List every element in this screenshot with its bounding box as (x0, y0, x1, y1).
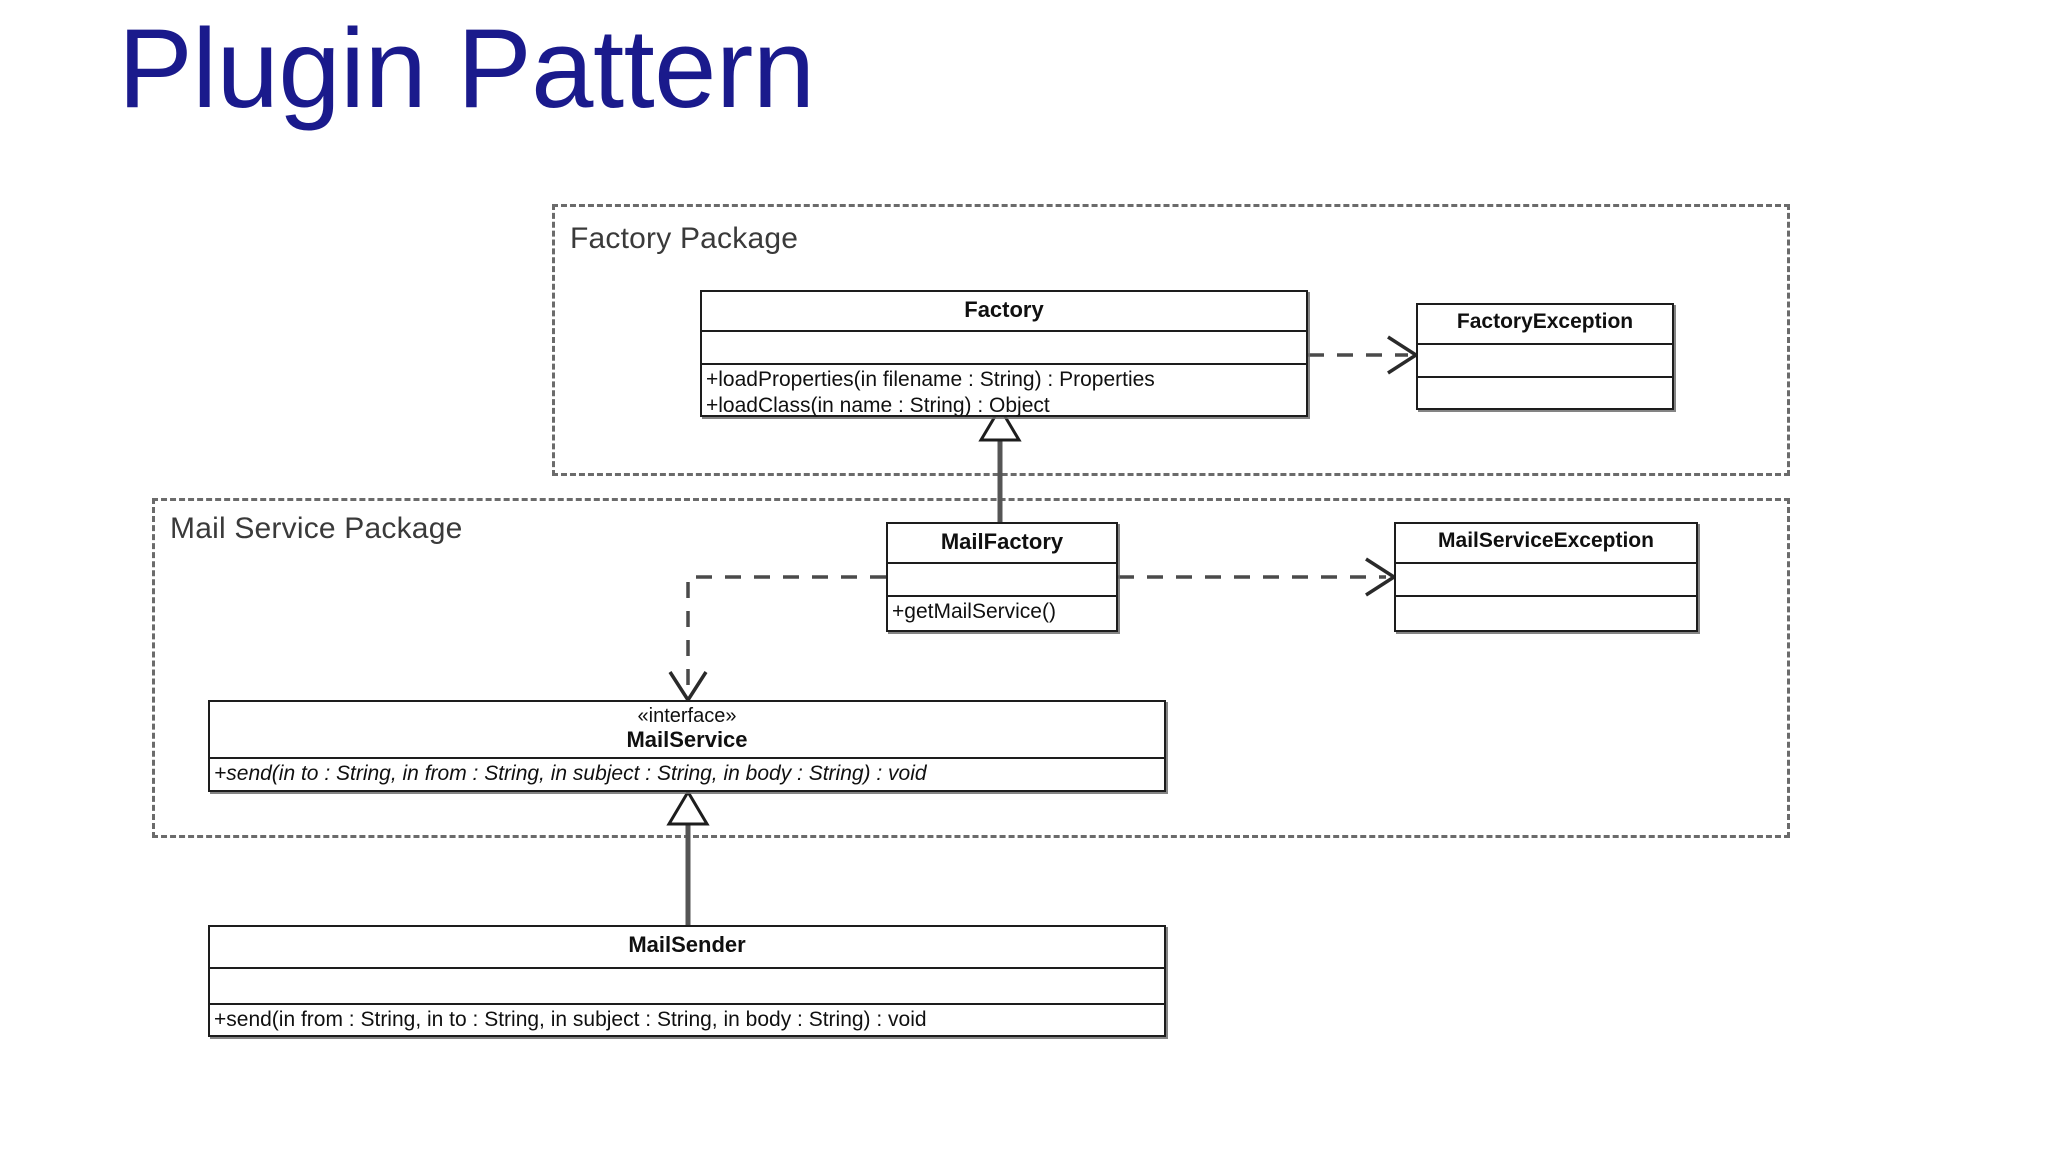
uml-attributes-compartment (1418, 345, 1672, 378)
uml-operation: +getMailService() (892, 600, 1056, 623)
uml-class-factory-exception[interactable]: FactoryException (1416, 303, 1674, 410)
uml-class-mail-service-exception[interactable]: MailServiceException (1394, 522, 1698, 632)
uml-class-name-text: MailService (626, 727, 748, 753)
uml-class-factory[interactable]: Factory +loadProperties(in filename : St… (700, 290, 1308, 417)
package-frame-mail-service (152, 498, 1790, 838)
uml-class-name: «interface» MailService (210, 702, 1164, 757)
uml-operation: +send(in from : String, in to : String, … (214, 1008, 927, 1031)
uml-stereotype: «interface» (637, 705, 737, 727)
uml-operations-compartment (1418, 378, 1672, 410)
uml-attributes-compartment (702, 332, 1306, 365)
uml-name-compartment: FactoryException (1418, 305, 1672, 345)
uml-name-compartment: «interface» MailService (210, 702, 1164, 759)
uml-operations-compartment: +getMailService() (888, 597, 1116, 628)
page-title: Plugin Pattern (118, 6, 815, 131)
uml-class-name: MailFactory (940, 529, 1064, 554)
uml-class-mail-factory[interactable]: MailFactory +getMailService() (886, 522, 1118, 632)
uml-operations-compartment: +send(in from : String, in to : String, … (210, 1005, 1164, 1036)
uml-name-compartment: MailSender (210, 927, 1164, 969)
uml-class-name: FactoryException (1456, 310, 1634, 333)
uml-operations-compartment (1396, 597, 1696, 632)
uml-operation: +loadClass(in name : String) : Object (706, 393, 1050, 417)
package-label-factory: Factory Package (570, 222, 799, 255)
uml-class-name: MailSender (628, 932, 746, 957)
uml-operation: +send(in to : String, in from : String, … (214, 762, 927, 785)
uml-operations-compartment: +loadProperties(in filename : String) : … (702, 365, 1306, 421)
uml-name-compartment: MailFactory (888, 524, 1116, 564)
package-label-mail-service: Mail Service Package (170, 512, 463, 545)
uml-name-compartment: MailServiceException (1396, 524, 1696, 564)
uml-attributes-compartment (1396, 564, 1696, 597)
uml-operation: +loadProperties(in filename : String) : … (706, 368, 1155, 391)
uml-operations-compartment: +send(in to : String, in from : String, … (210, 759, 1164, 790)
uml-name-compartment: Factory (702, 292, 1306, 332)
uml-attributes-compartment (888, 564, 1116, 597)
package-frame-factory (552, 204, 1790, 476)
uml-class-name: MailServiceException (1438, 529, 1654, 552)
uml-attributes-compartment (210, 969, 1164, 1005)
uml-class-mail-sender[interactable]: MailSender +send(in from : String, in to… (208, 925, 1166, 1037)
uml-class-mail-service[interactable]: «interface» MailService +send(in to : St… (208, 700, 1166, 792)
uml-class-name: Factory (964, 297, 1044, 322)
